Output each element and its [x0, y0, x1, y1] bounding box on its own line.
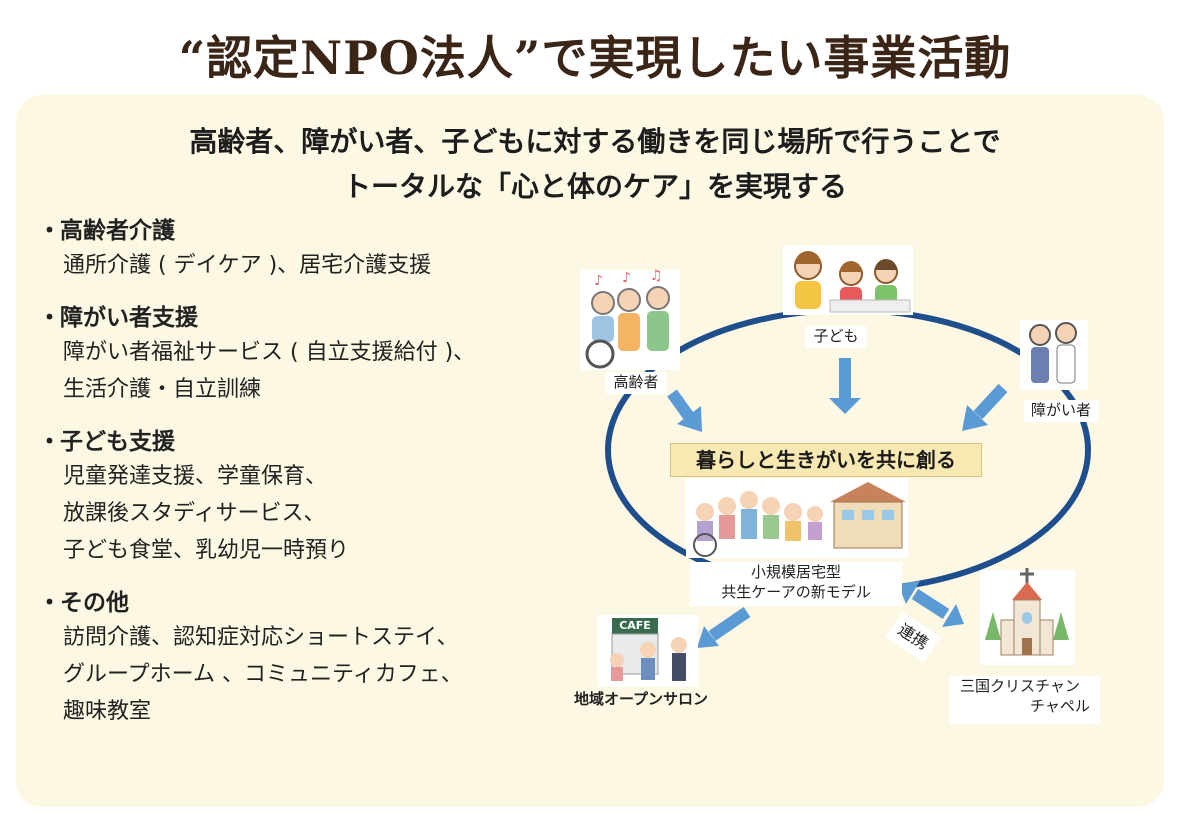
section-line: 通所介護 ( デイケア )、居宅介護支援: [63, 253, 432, 278]
lead-line-2: トータルな「心と体のケア」を実現する: [342, 170, 847, 203]
chapel-illustration: [980, 568, 1075, 665]
section-other: ・その他 訪問介護、認知症対応ショートステイ、 グループホーム 、コミュニティカ…: [38, 587, 558, 730]
bullet: ・: [38, 429, 61, 455]
label-elderly: 高齢者: [606, 372, 666, 394]
bullet: ・: [38, 218, 61, 244]
chapel-line-1: 三国クリスチャン: [960, 677, 1080, 695]
disabled-illustration: [1020, 320, 1088, 390]
arrow-elderly-to-center: [667, 389, 702, 432]
section-line: 趣味教室: [63, 699, 152, 724]
activity-list: ・高齢者介護 通所介護 ( デイケア )、居宅介護支援 ・障がい者支援 障がい者…: [38, 215, 558, 748]
arrow-children-to-center: [829, 358, 861, 414]
label-children: 子ども: [806, 326, 866, 348]
label-chapel: 三国クリスチャン チャペル: [950, 676, 1100, 724]
section-child-support: ・子ども支援 児童発達支援、学童保育、 放課後スタディサービス、 子ども食堂、乳…: [38, 426, 558, 569]
label-disabled: 障がい者: [1024, 400, 1098, 422]
section-heading: その他: [60, 590, 129, 616]
svg-text:♫: ♫: [650, 268, 663, 284]
section-line: 放課後スタディサービス、: [63, 501, 326, 526]
cafe-sign: CAFE: [619, 619, 651, 632]
chapel-line-2: チャペル: [1030, 697, 1090, 715]
arrow-link-chapel: [898, 581, 964, 627]
elderly-illustration: ♪ ♪ ♫: [580, 268, 680, 370]
section-heading: 障がい者支援: [60, 305, 198, 331]
section-elderly-care: ・高齢者介護 通所介護 ( デイケア )、居宅介護支援: [38, 215, 558, 284]
svg-text:♪: ♪: [594, 273, 603, 289]
section-line: 障がい者福祉サービス ( 自立支援給付 )、: [63, 340, 476, 365]
lead-line-1: 高齢者、障がい者、子どもに対する働きを同じ場所で行うことで: [189, 125, 1001, 158]
section-line: 子ども食堂、乳幼児一時預り: [63, 538, 350, 563]
center-banner: 暮らしと生きがいを共に創る: [670, 443, 982, 477]
section-line: グループホーム 、コミュニティカフェ、: [63, 662, 463, 687]
bullet: ・: [38, 305, 61, 331]
section-heading: 高齢者介護: [60, 218, 175, 244]
cafe-illustration: [598, 615, 698, 687]
bullet: ・: [38, 590, 61, 616]
community-illustration: [686, 478, 908, 558]
svg-text:♪: ♪: [622, 270, 631, 286]
section-line: 児童発達支援、学童保育、: [63, 464, 328, 489]
label-model: 小規模居宅型 共生ケーアの新モデル: [690, 562, 902, 606]
section-heading: 子ども支援: [60, 429, 175, 455]
children-illustration: [783, 245, 913, 315]
arrow-disabled-to-center: [962, 383, 1008, 431]
section-line: 訪問介護、認知症対応ショートステイ、: [63, 625, 459, 650]
model-line-1: 小規模居宅型: [750, 563, 841, 581]
arrow-center-to-salon: [697, 607, 751, 648]
label-salon: 地域オープンサロン: [573, 690, 709, 708]
model-line-2: 共生ケーアの新モデル: [721, 583, 871, 601]
page-title: “認定NPO法人”で実現したい事業活動: [178, 31, 1012, 85]
section-disability-support: ・障がい者支援 障がい者福祉サービス ( 自立支援給付 )、 生活介護・自立訓練: [38, 302, 558, 408]
section-line: 生活介護・自立訓練: [63, 377, 262, 402]
